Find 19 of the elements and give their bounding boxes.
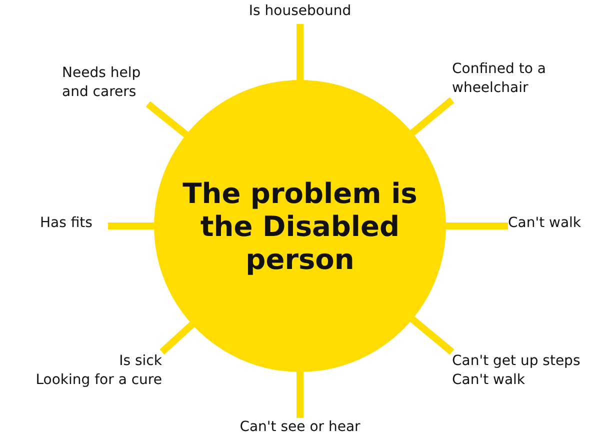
circle-text: The problem is the Disabled person xyxy=(182,176,418,276)
ray-line xyxy=(296,370,304,418)
ray-label: Confined to a wheelchair xyxy=(452,60,547,98)
ray-line xyxy=(444,222,508,230)
ray-line xyxy=(408,97,454,137)
ray-label: Can't see or hear xyxy=(238,418,362,437)
ray-line xyxy=(146,101,190,139)
ray-label: Is housebound xyxy=(248,2,352,21)
ray-label: Has fits xyxy=(40,214,94,233)
ray-line xyxy=(408,315,454,355)
ray-label: Is sick xyxy=(118,352,162,371)
ray-line xyxy=(108,222,156,230)
ray-label: Can't get up steps xyxy=(452,352,582,371)
ray-line xyxy=(160,320,196,355)
ray-label: Can't walk xyxy=(452,371,526,390)
ray-line xyxy=(296,24,304,82)
ray-label: Can't walk xyxy=(508,214,582,233)
ray-label: Needs help and carers xyxy=(62,64,142,102)
ray-label: Looking for a cure xyxy=(34,371,162,390)
